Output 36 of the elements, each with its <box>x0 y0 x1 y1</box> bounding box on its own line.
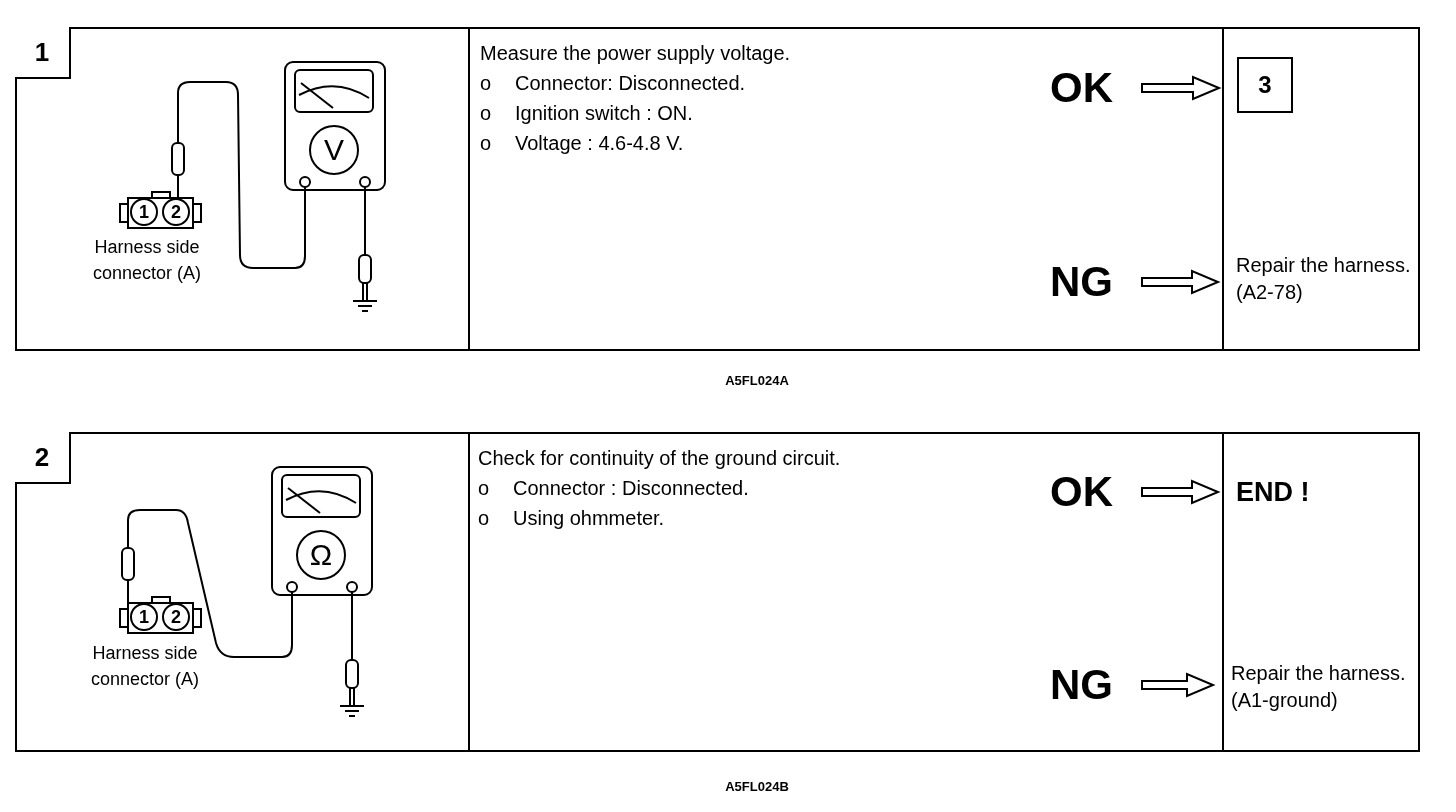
instruction-text: Connector : Disconnected. <box>513 476 749 501</box>
bullet-mark: o <box>478 506 490 531</box>
next-step-number: 3 <box>1237 57 1293 113</box>
hollow-arrow <box>1141 672 1216 698</box>
step-number: 1 <box>15 27 71 79</box>
bullet-mark: o <box>480 71 492 96</box>
hollow-arrow <box>1141 479 1221 505</box>
result-label: NG <box>1050 260 1130 304</box>
result-label: NG <box>1050 663 1130 707</box>
instruction-text: Using ohmmeter. <box>513 506 665 531</box>
bullet-mark: o <box>478 476 490 501</box>
meter-symbol: V <box>323 133 345 167</box>
pin-number: 1 <box>138 607 150 627</box>
instruction-text: Connector: Disconnected. <box>515 71 746 96</box>
meter-symbol: Ω <box>308 538 334 572</box>
result-label: OK <box>1050 470 1130 514</box>
result-label: OK <box>1050 66 1130 110</box>
instruction-text: Check for continuity of the ground circuit. <box>478 446 841 471</box>
end-text: END ! <box>1236 474 1386 510</box>
figure-code: A5FL024B <box>724 779 790 794</box>
bullet-mark: o <box>480 101 492 126</box>
step-number: 2 <box>15 432 71 484</box>
action-text: Repair the harness. (A1-ground) <box>1231 660 1416 744</box>
instruction-text: Measure the power supply voltage. <box>480 41 791 66</box>
pin-number: 2 <box>170 202 182 222</box>
bullet-mark: o <box>480 131 492 156</box>
figure-code: A5FL024A <box>724 373 790 388</box>
pin-number: 1 <box>138 202 150 222</box>
instruction-text: Ignition switch : ON. <box>515 101 693 126</box>
hollow-arrow <box>1141 75 1222 101</box>
action-text: Repair the harness. (A2-78) <box>1236 252 1416 336</box>
hollow-arrow <box>1141 269 1221 295</box>
pin-number: 2 <box>170 607 182 627</box>
instruction-text: Voltage : 4.6-4.8 V. <box>515 131 684 156</box>
connector-label: Harness side connector (A) <box>89 642 200 691</box>
connector-label: Harness side connector (A) <box>91 236 202 285</box>
